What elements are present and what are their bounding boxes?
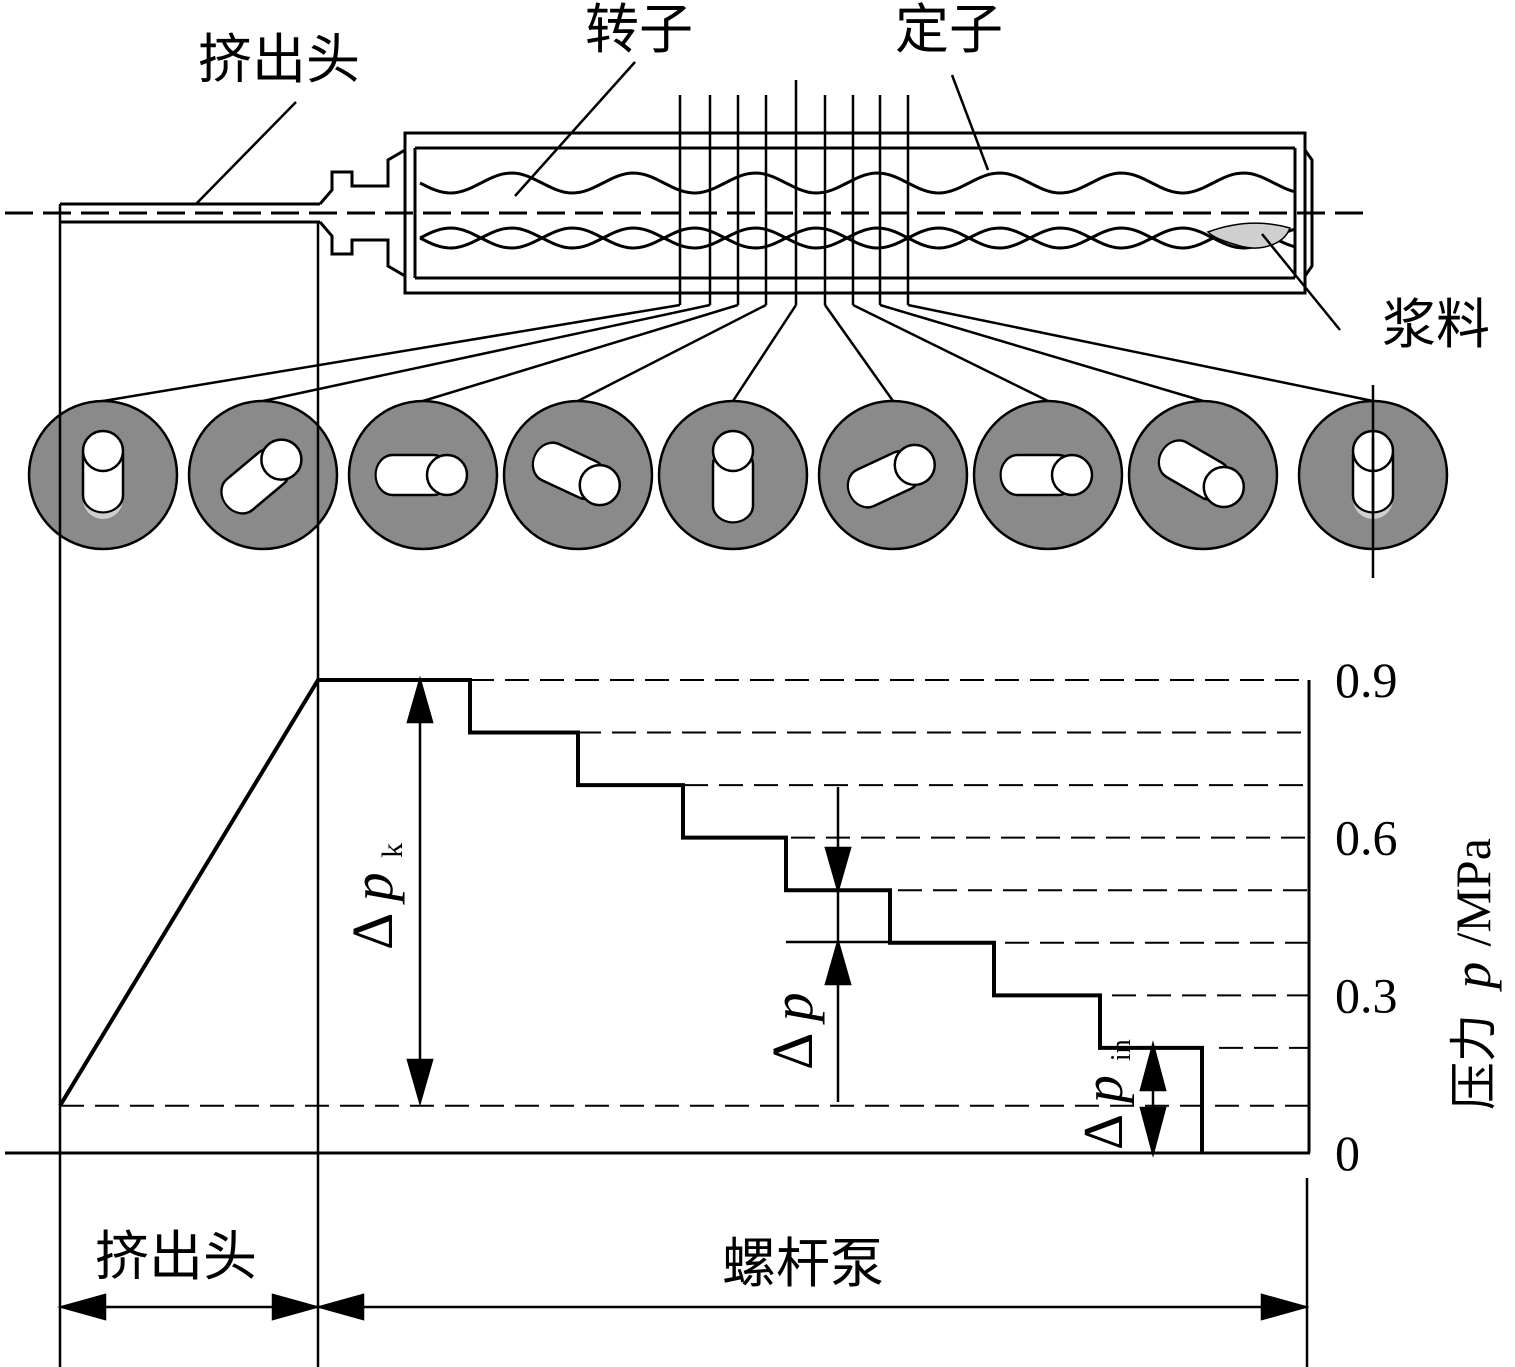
delta-pin-symbol: p [1073, 1075, 1135, 1107]
y-tick-0: 0 [1335, 1125, 1360, 1181]
section-leader-8 [879, 303, 1204, 403]
cross-section-discs [27, 399, 1449, 551]
y-axis-title: 压力 p /MPa [1442, 838, 1502, 1110]
label-rotor: 转子 [585, 0, 693, 61]
cross-section-disc-5 [657, 399, 809, 551]
section-leader-5 [731, 304, 798, 402]
rotor-wave-lower-b [419, 226, 1297, 250]
cross-section-disc-2 [187, 399, 339, 551]
section-leader-4 [577, 303, 767, 403]
cross-section-disc-4 [502, 399, 654, 551]
cross-section-disc-1 [27, 399, 179, 551]
arrow-extruder-right [271, 1293, 321, 1321]
rotor-wave-upper [419, 171, 1297, 195]
cross-section-disc-8 [1127, 399, 1279, 551]
stator-right-flange [1303, 149, 1314, 277]
y-axis-title-prefix: 压力 [1446, 1014, 1502, 1110]
label-extruder-head-top: 挤出头 [198, 28, 360, 91]
svg-text:压力 p /MPa: 压力 p /MPa [1442, 838, 1502, 1110]
delta-p-symbol: p [760, 992, 825, 1025]
svg-text:Δ p: Δ p [760, 992, 825, 1070]
y-tick-0.6: 0.6 [1335, 810, 1398, 866]
delta-pin-arrow-down [1139, 1106, 1167, 1158]
delta-p-label: Δ p [760, 992, 825, 1070]
y-axis-title-unit: /MPa [1445, 838, 1501, 946]
svg-text:Δ p in: Δ p in [1073, 1039, 1137, 1150]
delta-p-dimension [786, 787, 890, 1102]
delta-pk-subscript: k [376, 843, 409, 858]
delta-pk-arrow-down [406, 1058, 434, 1107]
section-cut-lines [678, 80, 910, 305]
arrow-pump-left [315, 1293, 365, 1321]
cross-section-disc-6 [817, 399, 969, 551]
pressure-chart: 0.9 0.6 0.3 0 [5, 652, 1398, 1181]
stator-housing [403, 131, 1307, 295]
section-leader-3 [422, 303, 739, 403]
arrow-pump-right [1260, 1293, 1310, 1321]
label-slurry: 浆料 [1382, 293, 1490, 356]
guide-lines [58, 204, 1375, 1367]
delta-pk-dimension [406, 675, 434, 1107]
bottom-dimension-arrows [57, 1293, 1310, 1321]
section-leader-9 [907, 303, 1374, 403]
delta-pk-label: Δ p k [340, 843, 409, 950]
label-screw-pump: 螺杆泵 [722, 1232, 884, 1295]
section-leader-lines [102, 303, 1374, 403]
delta-pin-label: Δ p in [1073, 1039, 1137, 1150]
y-axis-title-symbol: p [1442, 962, 1502, 993]
delta-pin-subscript: in [1106, 1039, 1137, 1061]
nozzle-outline [318, 145, 407, 281]
section-leader-2 [262, 303, 711, 403]
rotor-wave-lower-a [419, 226, 1297, 250]
dashed-level-lines [60, 679, 1310, 1107]
y-tick-0.9: 0.9 [1335, 652, 1398, 708]
section-leader-7 [852, 303, 1049, 403]
y-tick-0.3: 0.3 [1335, 967, 1398, 1023]
delta-pin-delta: Δ [1073, 1116, 1135, 1150]
section-leader-6 [823, 304, 895, 402]
label-extruder-head-bottom: 挤出头 [95, 1225, 257, 1288]
pressure-profile-line [58, 678, 1204, 1153]
slurry-blob [1206, 222, 1291, 249]
delta-p-arrow-down [824, 846, 852, 895]
delta-pin-dimension [1139, 1040, 1167, 1158]
section-leader-1 [102, 303, 681, 403]
delta-pk-delta: Δ [340, 914, 405, 950]
cross-section-disc-3 [347, 399, 499, 551]
delta-pk-arrow-up [406, 675, 434, 724]
leader-stator [950, 74, 990, 171]
leader-rotor [514, 61, 636, 197]
cross-section-disc-7 [972, 399, 1124, 551]
leader-slurry [1261, 233, 1341, 331]
delta-pk-symbol: p [340, 872, 405, 905]
y-tick-labels: 0.9 0.6 0.3 0 [1335, 652, 1398, 1181]
delta-pin-arrow-up [1139, 1040, 1167, 1092]
arrow-extruder-left [57, 1293, 107, 1321]
label-stator: 定子 [895, 0, 1003, 61]
leader-extruder-head [195, 101, 297, 205]
delta-p-delta: Δ [760, 1034, 825, 1070]
pump-assembly [5, 131, 1370, 295]
svg-text:Δ p k: Δ p k [340, 843, 409, 950]
